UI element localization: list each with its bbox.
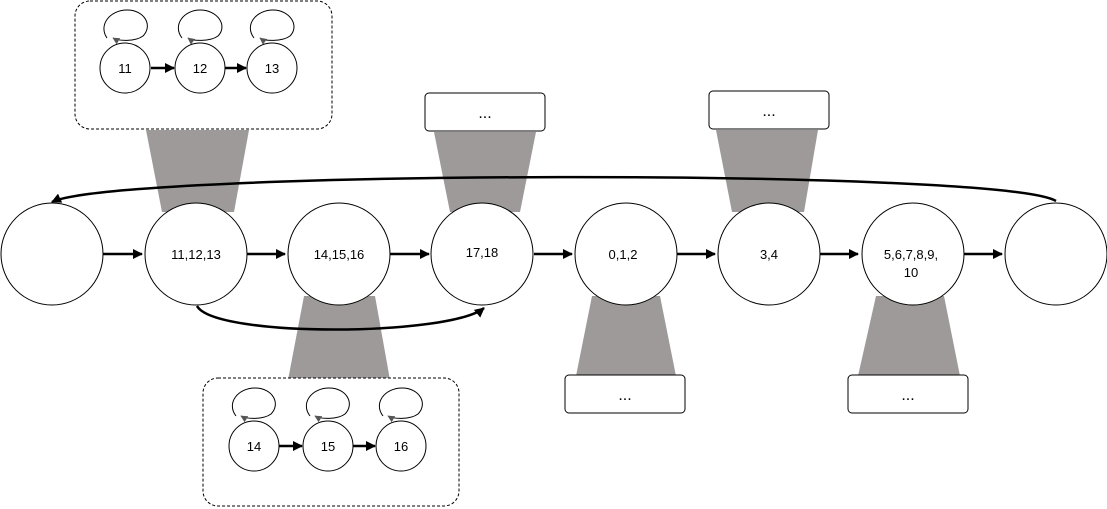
self-loop-13 bbox=[249, 9, 295, 45]
sub-node-15-label: 15 bbox=[321, 439, 335, 454]
main-node-11-12-13 bbox=[144, 202, 248, 306]
main-node-0-1-2-label: 0,1,2 bbox=[609, 247, 638, 262]
self-loop-15 bbox=[305, 387, 350, 423]
collapsed-box-17-18 bbox=[424, 92, 546, 132]
sub-node-16-label: 16 bbox=[394, 439, 408, 454]
main-node-17-18-label: 17,18 bbox=[466, 245, 499, 260]
expansion-funnel-0-1-2 bbox=[576, 296, 676, 376]
self-loop-11 bbox=[103, 9, 148, 45]
self-loop-14 bbox=[231, 387, 276, 423]
main-node-17-18 bbox=[430, 202, 534, 306]
sub-node-11 bbox=[99, 42, 151, 94]
expansion-funnel-17-18 bbox=[434, 132, 536, 212]
sub-node-14 bbox=[228, 420, 280, 472]
skip-edge-11-12-13-to-17-18 bbox=[195, 305, 485, 331]
sub-node-13-label: 13 bbox=[265, 61, 279, 76]
sub-node-15 bbox=[302, 420, 354, 472]
collapsed-box-17-18-label: ... bbox=[478, 105, 491, 122]
expansion-funnel-5-10 bbox=[858, 296, 960, 376]
sub-node-13 bbox=[246, 42, 298, 94]
collapsed-box-5-10 bbox=[847, 374, 969, 414]
sub-node-16 bbox=[375, 420, 427, 472]
self-loop-12 bbox=[177, 9, 223, 45]
main-node-3-4-label: 3,4 bbox=[760, 247, 778, 262]
expansion-funnel-14-15-16 bbox=[288, 296, 390, 380]
main-node-11-12-13-label: 11,12,13 bbox=[171, 247, 221, 262]
sub-node-11-label: 11 bbox=[118, 61, 132, 76]
sub-node-14-label: 14 bbox=[247, 439, 261, 454]
collapsed-box-0-1-2 bbox=[564, 374, 686, 414]
sub-node-12 bbox=[174, 42, 226, 94]
main-node-0-1-2 bbox=[574, 202, 678, 306]
expansion-funnel-11-12-13 bbox=[146, 130, 249, 212]
collapsed-box-3-4 bbox=[708, 90, 830, 130]
back-edge-last-to-first bbox=[51, 175, 1057, 204]
main-node-5-10-label-line1: 5,6,7,8,9, bbox=[884, 247, 938, 262]
self-loop-16 bbox=[378, 387, 423, 423]
main-node-3-4 bbox=[717, 202, 821, 306]
collapsed-box-0-1-2-label: ... bbox=[618, 387, 631, 404]
main-node-5-10 bbox=[861, 202, 965, 306]
sub-node-12-label: 12 bbox=[193, 61, 207, 76]
main-node-empty-right bbox=[1004, 202, 1107, 306]
collapsed-box-5-10-label: ... bbox=[901, 387, 914, 404]
main-node-14-15-16-label: 14,15,16 bbox=[314, 247, 365, 262]
main-node-5-10-label-line2: 10 bbox=[904, 265, 918, 280]
collapsed-box-3-4-label: ... bbox=[762, 103, 775, 120]
expansion-funnel-3-4 bbox=[716, 130, 818, 212]
main-node-14-15-16 bbox=[287, 202, 391, 306]
main-node-empty-left bbox=[0, 202, 104, 306]
